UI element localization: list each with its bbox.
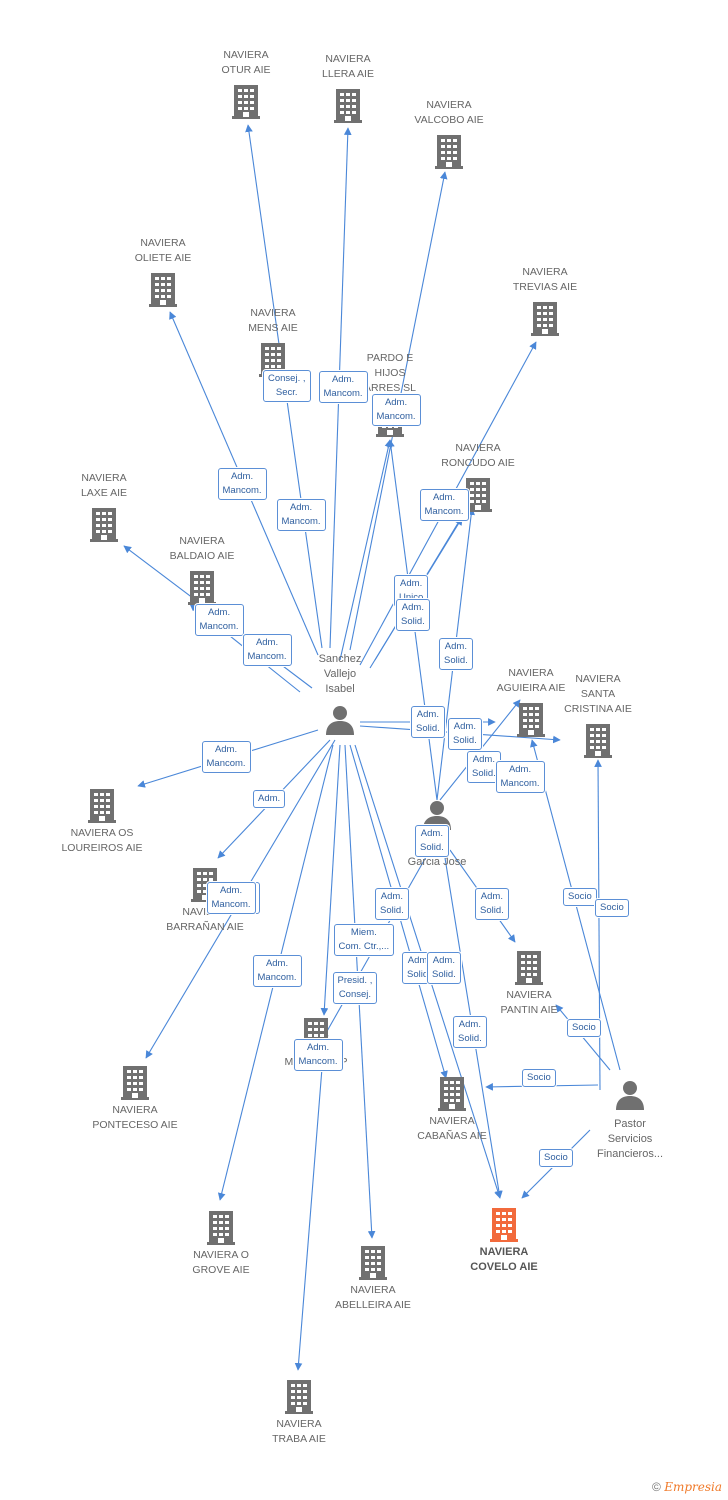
relation-label[interactable]: Adm. Solid.	[411, 706, 445, 738]
relation-label[interactable]: Miem. Com. Ctr.,...	[333, 924, 395, 956]
building-icon[interactable]	[438, 1077, 466, 1111]
relation-label[interactable]: Adm. Solid.	[396, 599, 430, 631]
relation-label[interactable]: Adm. Mancom.	[194, 604, 244, 636]
relation-label[interactable]: Adm. Mancom.	[252, 955, 302, 987]
relation-label[interactable]: Adm. Solid.	[475, 888, 509, 920]
building-icon[interactable]	[490, 1208, 518, 1242]
building-icon[interactable]	[359, 1246, 387, 1280]
building-icon[interactable]	[531, 302, 559, 336]
building-icon[interactable]	[121, 1066, 149, 1100]
relation-label[interactable]: Adm. Mancom.	[371, 394, 421, 426]
relation-label[interactable]: Adm. Mancom.	[495, 761, 545, 793]
person-icon[interactable]	[326, 706, 354, 735]
relation-label[interactable]: Socio	[595, 899, 629, 917]
relation-label[interactable]: Presid. , Consej.	[332, 972, 378, 1004]
building-icon[interactable]	[334, 89, 362, 123]
building-icon[interactable]	[90, 508, 118, 542]
relation-label[interactable]: Adm. Mancom.	[206, 882, 256, 914]
company-label-roncudo[interactable]: NAVIERA RONCUDO AIE	[441, 442, 515, 469]
building-icon[interactable]	[88, 789, 116, 823]
footer: © Empresia	[652, 1480, 722, 1494]
company-label-loureiros[interactable]: NAVIERA OS LOUREIROS AIE	[61, 827, 143, 854]
relation-edge	[594, 759, 602, 1091]
building-icon[interactable]	[149, 273, 177, 307]
company-label-pardo[interactable]: PARDO E HIJOS ARRES SL	[364, 352, 416, 394]
person-label-pastor[interactable]: Pastor Servicios Financieros...	[596, 1118, 664, 1160]
empresia-logo[interactable]: Empresia	[664, 1480, 722, 1494]
relation-label[interactable]: Adm. Mancom.	[318, 371, 368, 403]
relation-label[interactable]: Adm. Solid.	[439, 638, 473, 670]
relation-edge	[439, 699, 521, 801]
company-label-santacristina[interactable]: NAVIERA SANTA CRISTINA AIE	[564, 673, 632, 715]
relation-label[interactable]: Consej. , Secr.	[263, 370, 311, 402]
relation-label[interactable]: Adm. Mancom.	[242, 634, 292, 666]
company-label-trevias[interactable]: NAVIERA TREVIAS AIE	[512, 266, 578, 293]
relation-label[interactable]: Socio	[567, 1019, 601, 1037]
company-label-aguieira[interactable]: NAVIERA AGUIEIRA AIE	[496, 667, 566, 694]
relation-edge	[294, 1067, 323, 1371]
relation-label[interactable]: Adm. Mancom.	[276, 499, 326, 531]
company-label-oliete[interactable]: NAVIERA OLIETE AIE	[134, 237, 192, 264]
company-label-valcobo[interactable]: NAVIERA VALCOBO AIE	[414, 99, 484, 126]
relation-label[interactable]: Adm. Mancom.	[201, 741, 251, 773]
relation-edge	[555, 1004, 611, 1071]
company-label-ponteceso[interactable]: NAVIERA PONTECESO AIE	[92, 1104, 178, 1131]
relation-label[interactable]: Adm. Solid.	[453, 1016, 487, 1048]
copyright-symbol: ©	[652, 1480, 661, 1494]
person-label-sanchez[interactable]: Sanchez Vallejo Isabel	[318, 653, 362, 695]
relation-label[interactable]: Adm.	[253, 790, 286, 808]
building-icon[interactable]	[435, 135, 463, 169]
company-label-otur[interactable]: NAVIERA OTUR AIE	[221, 49, 271, 76]
relation-label[interactable]: Adm. Solid.	[375, 888, 409, 920]
company-label-grove[interactable]: NAVIERA O GROVE AIE	[192, 1249, 250, 1276]
building-icon[interactable]	[232, 85, 260, 119]
relation-label[interactable]: Socio	[539, 1149, 573, 1167]
building-icon[interactable]	[584, 724, 612, 758]
company-label-mens[interactable]: NAVIERA MENS AIE	[248, 307, 298, 334]
relation-label[interactable]: Adm. Solid.	[427, 952, 461, 984]
company-label-cabanas[interactable]: NAVIERA CABAÑAS AIE	[417, 1115, 487, 1142]
building-icon[interactable]	[515, 951, 543, 985]
relation-label[interactable]: Socio	[563, 888, 597, 906]
company-label-abelleira[interactable]: NAVIERA ABELLEIRA AIE	[335, 1284, 411, 1311]
relation-edge	[320, 744, 341, 1016]
company-label-laxe[interactable]: NAVIERA LAXE AIE	[80, 472, 128, 499]
company-label-traba[interactable]: NAVIERA TRABA AIE	[272, 1418, 326, 1445]
relation-label[interactable]: Adm. Mancom.	[293, 1039, 343, 1071]
relation-label[interactable]: Adm. Solid.	[415, 825, 449, 857]
company-label-baldaio[interactable]: NAVIERA BALDAIO AIE	[169, 535, 235, 562]
relation-label[interactable]: Adm. Mancom.	[217, 468, 267, 500]
building-icon[interactable]	[188, 571, 216, 605]
building-icon[interactable]	[207, 1211, 235, 1245]
relation-label[interactable]: Socio	[522, 1069, 556, 1087]
company-label-pantin[interactable]: NAVIERA PANTIN AIE	[500, 989, 558, 1016]
company-label-covelo[interactable]: NAVIERA COVELO AIE	[470, 1246, 538, 1273]
company-label-llera[interactable]: NAVIERA LLERA AIE	[322, 53, 374, 80]
building-icon[interactable]	[285, 1380, 313, 1414]
person-label-garcia[interactable]: Garcia Jose	[407, 856, 467, 868]
person-icon[interactable]	[616, 1081, 644, 1110]
relation-label[interactable]: Adm. Solid.	[448, 718, 482, 750]
relation-label[interactable]: Adm. Mancom.	[419, 489, 469, 521]
relation-edge	[339, 439, 393, 661]
